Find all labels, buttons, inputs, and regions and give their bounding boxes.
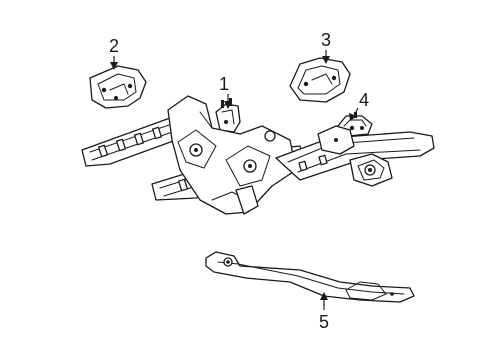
callout-4-number: 4 — [359, 90, 369, 110]
callout-2: 2 — [109, 36, 119, 70]
callout-4: 4 — [349, 90, 369, 121]
left-engine-mount[interactable] — [89, 65, 147, 109]
right-engine-mount[interactable] — [289, 57, 351, 103]
callout-2-number: 2 — [109, 36, 119, 56]
callout-1: 1 — [219, 74, 232, 109]
callout-3: 3 — [321, 30, 331, 64]
callout-5: 5 — [319, 292, 329, 332]
transmission-crossmember[interactable] — [205, 251, 415, 303]
frame-assembly — [81, 95, 435, 215]
callout-3-number: 3 — [321, 30, 331, 50]
callout-1-number: 1 — [219, 74, 229, 94]
callout-5-number: 5 — [319, 312, 329, 332]
